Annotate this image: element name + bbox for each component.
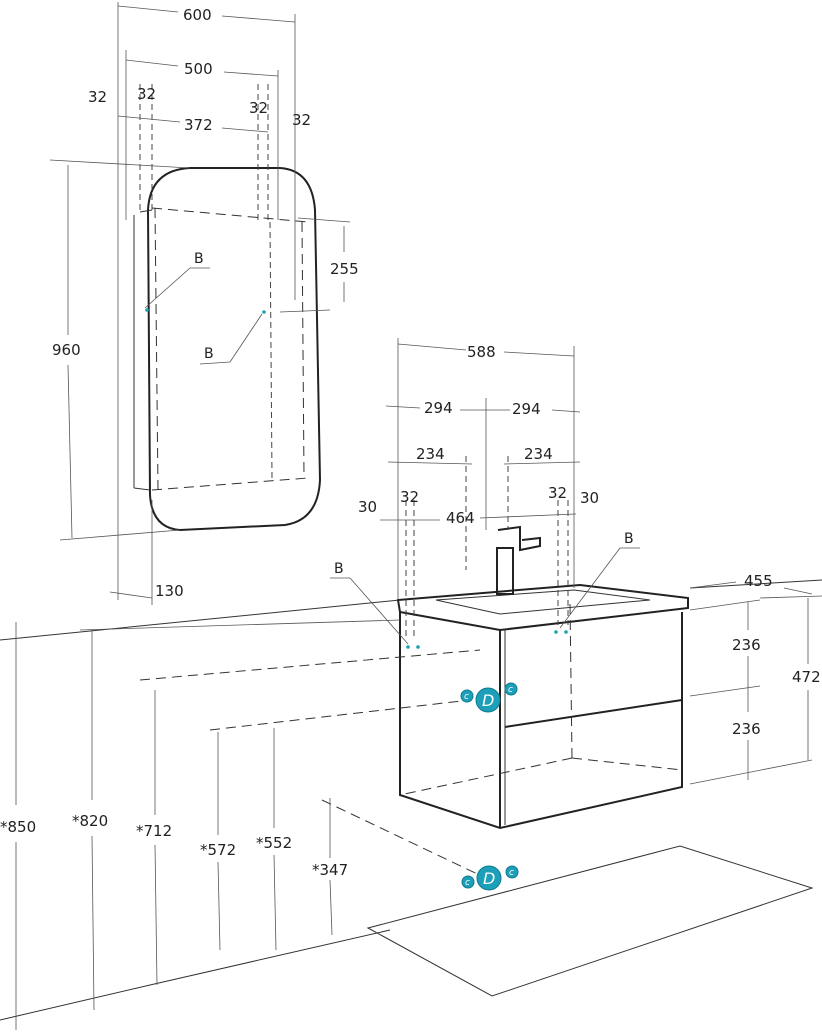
dim-mirror-side-right: 32	[292, 111, 311, 129]
vanity-mount-point-2	[416, 645, 420, 649]
svg-text:D: D	[483, 869, 495, 888]
dim-height-712: *712	[136, 822, 172, 840]
svg-text:c: c	[509, 868, 514, 878]
dim-height-850: *850	[0, 818, 36, 836]
dim-vanity-half-right: 294	[512, 400, 541, 418]
mirror-mount-point-right	[262, 310, 266, 314]
svg-text:c: c	[508, 685, 513, 695]
dim-vanity-inner-left: 234	[416, 445, 445, 463]
dim-vanity-hole-left: 32	[400, 488, 419, 506]
drain-marker-floor: c D c	[461, 865, 519, 891]
connector-right-floor	[505, 865, 519, 879]
dim-vanity-drawer-top: 236	[732, 636, 761, 654]
dim-vanity-width: 588	[467, 343, 496, 361]
dim-mirror-width-total: 600	[183, 6, 212, 24]
dim-vanity-edge-left: 30	[358, 498, 377, 516]
dim-vanity-inner-right: 234	[524, 445, 553, 463]
svg-text:D: D	[482, 691, 494, 710]
dim-mirror-width-inner: 500	[184, 60, 213, 78]
connector-left-wall	[460, 689, 474, 703]
callout-b-mirror-lower: B	[204, 346, 214, 362]
dim-vanity-edge-right: 30	[580, 489, 599, 507]
svg-text:c: c	[465, 878, 470, 888]
dim-height-820: *820	[72, 812, 108, 830]
dim-mirror-side-right-inner: 32	[249, 99, 268, 117]
dim-vanity-depth: 455	[744, 572, 773, 590]
height-dimensions: *850 *820 *712 *572 *552 *347	[0, 619, 491, 1030]
vanity-mount-point-3	[554, 630, 558, 634]
callout-b-vanity-left: B	[334, 561, 344, 577]
mirror-cabinet: 600 500 32 32 372 32 32 960 255 130 B	[49, 2, 359, 605]
callout-b-mirror-upper: B	[194, 251, 204, 267]
drain-floor	[476, 865, 502, 891]
mirror-mount-point-left	[145, 308, 149, 312]
dim-vanity-drawer-bottom: 236	[732, 720, 761, 738]
vanity-unit: 588 294 294 234 234 30 32 464 32 30 455 …	[330, 338, 822, 830]
dim-height-552: *552	[256, 834, 292, 852]
callout-b-vanity-right: B	[624, 531, 634, 547]
dim-height-572: *572	[200, 841, 236, 859]
dim-mirror-side-left: 32	[88, 88, 107, 106]
dim-mirror-depth: 130	[155, 582, 184, 600]
floor-footprint	[366, 845, 814, 997]
dim-vanity-mount-span: 464	[446, 509, 475, 527]
dim-mirror-side-left-inner: 32	[137, 85, 156, 103]
dim-height-347: *347	[312, 861, 348, 879]
dim-vanity-height: 472	[792, 668, 821, 686]
vanity-mount-point-1	[406, 645, 410, 649]
drain-marker-wall: c D c	[460, 682, 518, 713]
dim-vanity-hole-right: 32	[548, 484, 567, 502]
room-outline	[0, 579, 822, 1021]
dim-mirror-mount-width: 372	[184, 116, 213, 134]
svg-text:c: c	[464, 692, 469, 702]
connector-left-floor	[461, 875, 475, 889]
connector-right-wall	[504, 682, 518, 696]
drain-wall	[475, 687, 501, 713]
dim-mirror-height: 960	[52, 341, 81, 359]
dim-mirror-top-offset: 255	[330, 260, 359, 278]
vanity-mount-point-4	[564, 630, 568, 634]
dim-vanity-half-left: 294	[424, 399, 453, 417]
